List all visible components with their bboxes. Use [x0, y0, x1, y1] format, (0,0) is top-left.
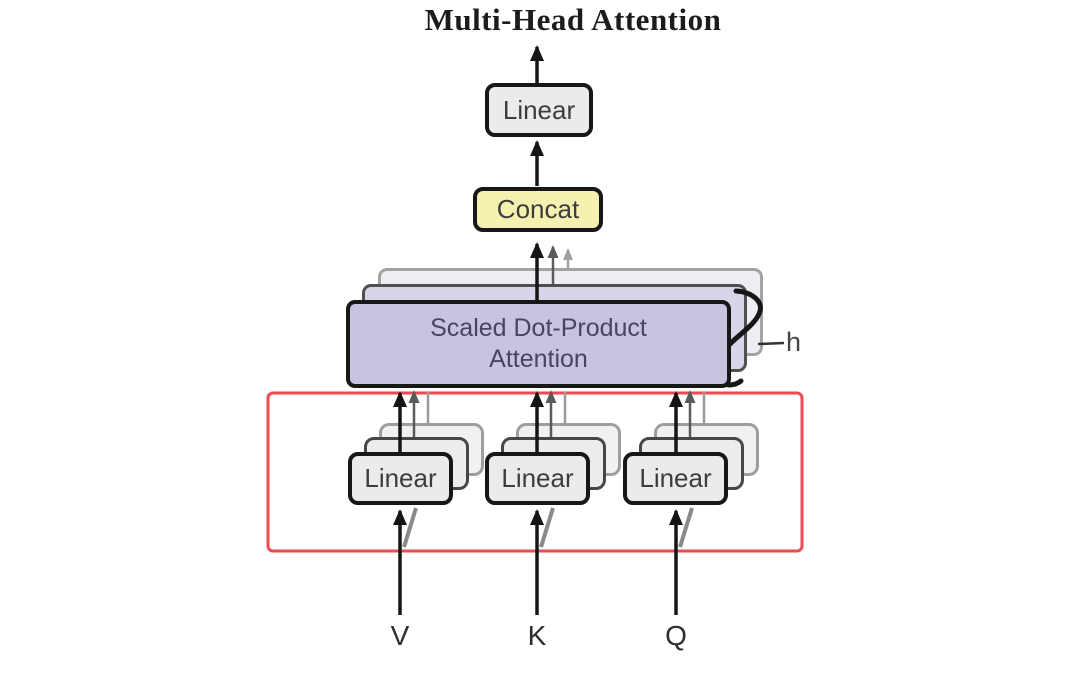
- diagram-title: Multi-Head Attention: [424, 2, 722, 37]
- attention-label-line2: Attention: [489, 345, 588, 373]
- input-v-shadow-stem: [402, 507, 418, 548]
- linear-output-label: Linear: [502, 94, 576, 125]
- linear-output-box: Linear: [485, 83, 593, 137]
- input-q-shadow-stem: [678, 507, 694, 548]
- input-k-label: K: [527, 620, 547, 651]
- linear-k-label: Linear: [501, 463, 574, 493]
- concat-label: Concat: [496, 194, 580, 224]
- input-q-label: Q: [665, 620, 687, 651]
- input-k-shadow-stem: [539, 507, 555, 548]
- attention-label-line1: Scaled Dot-Product: [430, 313, 647, 342]
- linear-k-box: Linear: [485, 452, 590, 505]
- linear-v-label: Linear: [364, 463, 437, 493]
- head-count-label: h: [786, 327, 802, 357]
- input-v-label: V: [390, 620, 410, 651]
- linear-q-label: Linear: [639, 463, 712, 493]
- scaled-dot-product-attention-box: Scaled Dot-Product Attention: [346, 300, 731, 388]
- linear-q-box: Linear: [623, 452, 728, 505]
- head-count-tick: [757, 341, 785, 346]
- linear-v-box: Linear: [348, 452, 453, 505]
- concat-box: Concat: [473, 187, 603, 232]
